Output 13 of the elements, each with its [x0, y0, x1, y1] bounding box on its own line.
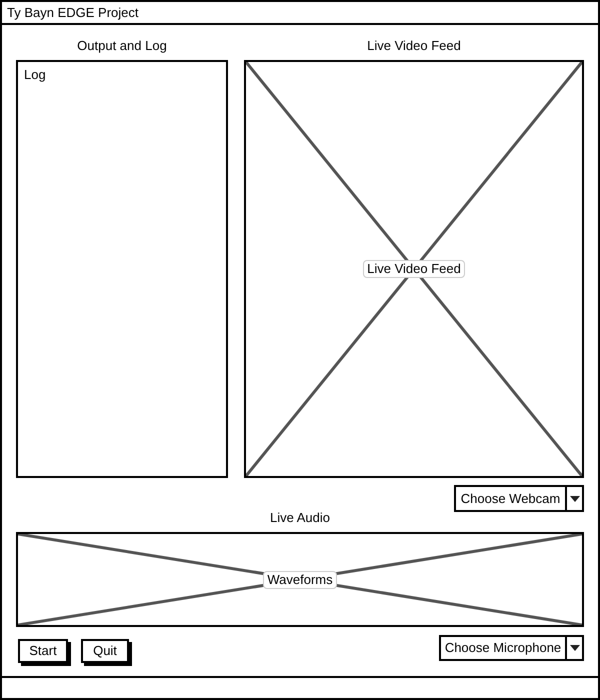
panel-center-label: Waveforms [263, 570, 337, 588]
panel-heading: Live Audio [270, 509, 330, 527]
dropdown-select [439, 635, 584, 661]
window-title: Ty Bayn EDGE Project [7, 4, 138, 22]
dropdown-select [454, 485, 584, 512]
panel-heading: Live Video Feed [367, 37, 461, 55]
dropdown-text: Choose Microphone [444, 639, 562, 658]
panel-center-label: Live Video Feed [363, 260, 465, 278]
log-label: Log [24, 66, 46, 84]
dropdown-text: Choose Webcam [460, 490, 562, 508]
panel-heading: Output and Log [77, 37, 167, 55]
push-button: Start [18, 639, 68, 663]
push-button: Quit [81, 639, 129, 663]
